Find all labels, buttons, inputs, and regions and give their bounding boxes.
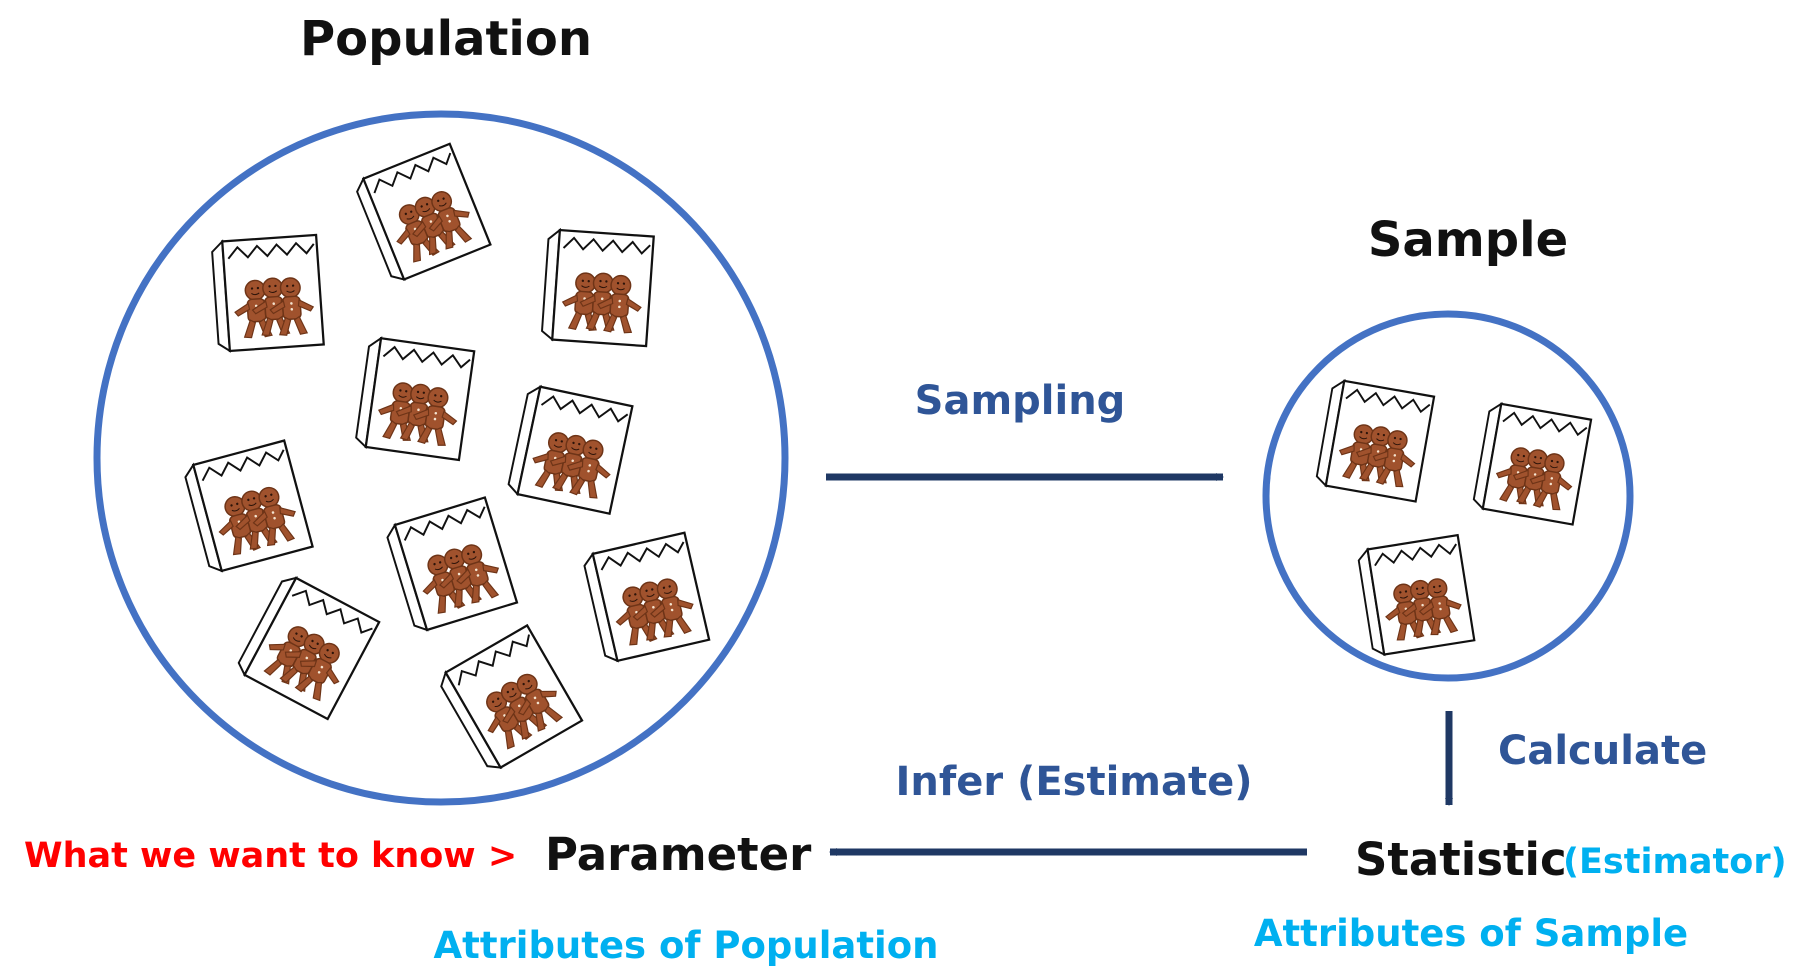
gingerbread-bag-icon — [507, 385, 632, 514]
gingerbread-bag-icon — [1357, 535, 1474, 656]
gingerbread-bag-icon — [235, 573, 379, 719]
gingerbread-bag-icon — [582, 533, 709, 664]
statistic-label: Statistic — [1355, 833, 1567, 886]
gingerbread-bag-icon — [436, 625, 582, 772]
population-attributes-label: Attributes of Population — [434, 924, 939, 967]
gingerbread-bag-icon — [353, 144, 490, 284]
population-bags — [183, 144, 709, 773]
gingerbread-bag-icon — [355, 337, 474, 460]
what-we-want-to-know-label: What we want to know > — [24, 836, 517, 876]
population-circle — [93, 110, 789, 806]
gingerbread-bag-icon — [541, 229, 653, 346]
population-title: Population — [300, 11, 592, 67]
parameter-label: Parameter — [545, 828, 812, 881]
gingerbread-bag-icon — [183, 441, 313, 574]
sample-attributes-label: Attributes of Sample — [1254, 912, 1688, 955]
sample-title: Sample — [1368, 212, 1568, 268]
infer-label: Infer (Estimate) — [896, 759, 1253, 805]
gingerbread-bag-icon — [1472, 402, 1591, 524]
calculate-label: Calculate — [1498, 728, 1707, 774]
gingerbread-bag-icon — [1315, 379, 1434, 501]
sample-bags — [1315, 379, 1591, 656]
sampling-label: Sampling — [915, 378, 1126, 424]
estimator-label: (Estimator) — [1563, 842, 1787, 882]
gingerbread-bag-icon — [211, 235, 323, 352]
gingerbread-bag-icon — [385, 497, 517, 633]
sample-circle — [1262, 310, 1634, 682]
